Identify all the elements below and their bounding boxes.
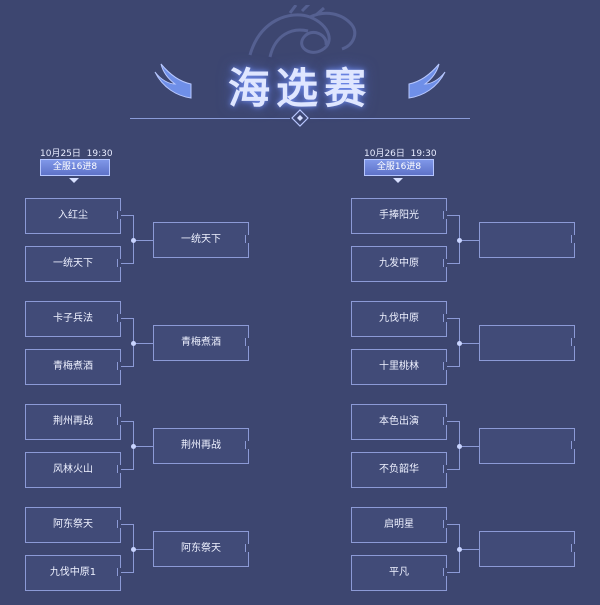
winner-box: 荆州再战 — [153, 428, 252, 464]
winner-box — [479, 325, 578, 361]
team-box: 青梅煮酒 — [25, 349, 124, 385]
winner-box — [479, 222, 578, 258]
left-date: 10月25日 19:30 — [40, 149, 113, 159]
team-box: 阿东祭天 — [25, 507, 124, 543]
connector-dot — [131, 444, 136, 449]
right-wing-icon — [408, 63, 446, 99]
connector-dot — [457, 341, 462, 346]
connector-dot — [457, 238, 462, 243]
team-box: 卡子兵法 — [25, 301, 124, 337]
diamond-ornament-icon — [291, 109, 309, 127]
winner-box — [479, 428, 578, 464]
connector-dot — [131, 547, 136, 552]
left-phase-arrow-icon — [69, 178, 79, 183]
winner-box: 青梅煮酒 — [153, 325, 252, 361]
team-box: 入红尘 — [25, 198, 124, 234]
page-title: 海选赛 — [227, 64, 372, 113]
team-box: 九伐中原1 — [25, 555, 124, 591]
connector-dot — [131, 341, 136, 346]
connector-dot — [131, 238, 136, 243]
team-box: 十里桃林 — [351, 349, 450, 385]
header-divider-right — [310, 118, 470, 119]
right-phase-arrow-icon — [393, 178, 403, 183]
team-box: 手捧阳光 — [351, 198, 450, 234]
team-box: 不负韶华 — [351, 452, 450, 488]
connector-dot — [457, 444, 462, 449]
header: 海选赛 — [0, 0, 600, 130]
team-box: 启明星 — [351, 507, 450, 543]
team-box: 平凡 — [351, 555, 450, 591]
header-divider-left — [130, 118, 290, 119]
winner-box: 一统天下 — [153, 222, 252, 258]
right-date: 10月26日 19:30 — [364, 149, 437, 159]
team-box: 一统天下 — [25, 246, 124, 282]
team-box: 九伐中原 — [351, 301, 450, 337]
team-box: 九发中原 — [351, 246, 450, 282]
winner-box — [479, 531, 578, 567]
connector-dot — [457, 547, 462, 552]
winner-box: 阿东祭天 — [153, 531, 252, 567]
team-box: 荆州再战 — [25, 404, 124, 440]
team-box: 风林火山 — [25, 452, 124, 488]
right-phase-label: 全服16进8 — [364, 159, 434, 176]
left-wing-icon — [154, 63, 192, 99]
dragon-emblem-icon — [248, 5, 357, 58]
team-box: 本色出演 — [351, 404, 450, 440]
left-phase-label: 全服16进8 — [40, 159, 110, 176]
